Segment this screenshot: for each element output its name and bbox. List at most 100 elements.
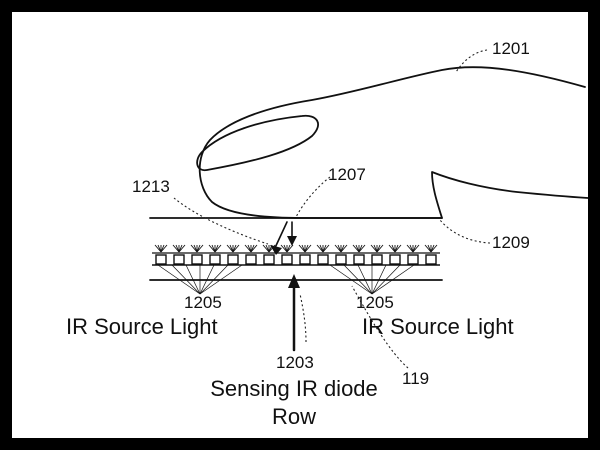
diode-cell (155, 254, 167, 265)
emission-ray (244, 244, 252, 253)
emission-ray (301, 244, 306, 253)
diode-row (152, 244, 440, 295)
source-fan-ray (371, 264, 401, 295)
emission-ray (214, 244, 222, 253)
emission-ray (394, 244, 402, 253)
emission-ray (298, 244, 306, 253)
emission-ray (316, 244, 324, 253)
emission-ray (226, 244, 234, 253)
emission-ray (391, 244, 396, 253)
ref-1207: 1207 (328, 165, 366, 184)
sensing-arrow-head (288, 274, 300, 288)
emission-ray (154, 244, 162, 253)
fingernail (196, 114, 319, 172)
diode-cell (281, 254, 293, 265)
patent-diagram: 1201 1207 1213 1209 1205 1205 1203 119 I… (66, 39, 588, 429)
leader-1201 (455, 49, 488, 73)
emission-ray (280, 244, 288, 253)
diode-cell (173, 254, 185, 265)
leader-1207 (295, 176, 331, 218)
diode-cell (245, 254, 257, 265)
contact-arrow-head (287, 236, 297, 246)
emission-ray (208, 244, 216, 253)
leader-119 (351, 285, 409, 369)
source-fan-ray (171, 264, 201, 295)
label-source-right: IR Source Light (362, 314, 514, 339)
ref-1209: 1209 (492, 233, 530, 252)
diode-cell (263, 254, 275, 265)
diode-cell (317, 254, 329, 265)
emission-ray (355, 244, 360, 253)
diode-cell (407, 254, 419, 265)
emission-ray (322, 244, 330, 253)
ref-1213: 1213 (132, 177, 170, 196)
diode-cell (227, 254, 239, 265)
emission-ray (283, 244, 288, 253)
leader-1209 (439, 219, 491, 244)
source-fan-ray (157, 264, 201, 295)
ref-1205-right: 1205 (356, 293, 394, 312)
emission-ray (211, 244, 216, 253)
emission-ray (373, 244, 378, 253)
source-fan-ray (185, 264, 201, 295)
emission-ray (358, 244, 366, 253)
ref-1201: 1201 (492, 39, 530, 58)
ref-119: 119 (402, 369, 429, 388)
source-fan-ray (371, 264, 415, 295)
label-diode-line2: Row (272, 404, 316, 429)
leader-1203 (299, 293, 307, 343)
emission-ray (334, 244, 342, 253)
emission-ray (247, 244, 252, 253)
emission-ray (370, 244, 378, 253)
reflect-arrow-head (270, 245, 282, 255)
emission-ray (430, 244, 438, 253)
emission-ray (424, 244, 432, 253)
source-fan-ray (199, 264, 215, 295)
emission-ray (352, 244, 360, 253)
emission-ray (409, 244, 414, 253)
diode-cell (353, 254, 365, 265)
emission-ray (172, 244, 180, 253)
source-fan-ray (343, 264, 373, 295)
source-fan-ray (199, 264, 243, 295)
source-fan-ray (199, 264, 229, 295)
emission-ray (388, 244, 396, 253)
diode-cell (191, 254, 203, 265)
emission-ray (175, 244, 180, 253)
emission-ray (286, 244, 294, 253)
emission-ray (337, 244, 342, 253)
diode-cell (209, 254, 221, 265)
emission-ray (229, 244, 234, 253)
figure-frame: 1201 1207 1213 1209 1205 1205 1203 119 I… (12, 12, 588, 438)
label-diode-line1: Sensing IR diode (210, 376, 378, 401)
emission-ray (196, 244, 204, 253)
emission-ray (412, 244, 420, 253)
emission-ray (427, 244, 432, 253)
emission-ray (160, 244, 168, 253)
emission-ray (262, 244, 270, 253)
emission-ray (178, 244, 186, 253)
ref-1205-left: 1205 (184, 293, 222, 312)
emission-ray (406, 244, 414, 253)
diode-cell (371, 254, 383, 265)
emission-ray (157, 244, 162, 253)
emission-ray (340, 244, 348, 253)
emission-ray (190, 244, 198, 253)
leader-1213 (173, 197, 269, 245)
emission-ray (265, 244, 270, 253)
emission-ray (319, 244, 324, 253)
emission-ray (304, 244, 312, 253)
diode-cell (389, 254, 401, 265)
emission-ray (232, 244, 240, 253)
source-fan-ray (357, 264, 373, 295)
diode-cell (335, 254, 347, 265)
reflect-arrow-shaft (273, 221, 288, 251)
source-fan-ray (329, 264, 373, 295)
diode-cell (425, 254, 437, 265)
source-fan-ray (371, 264, 387, 295)
emission-ray (193, 244, 198, 253)
diode-cell (299, 254, 311, 265)
ref-1203: 1203 (276, 353, 314, 372)
label-source-left: IR Source Light (66, 314, 218, 339)
finger-outline (198, 66, 588, 219)
